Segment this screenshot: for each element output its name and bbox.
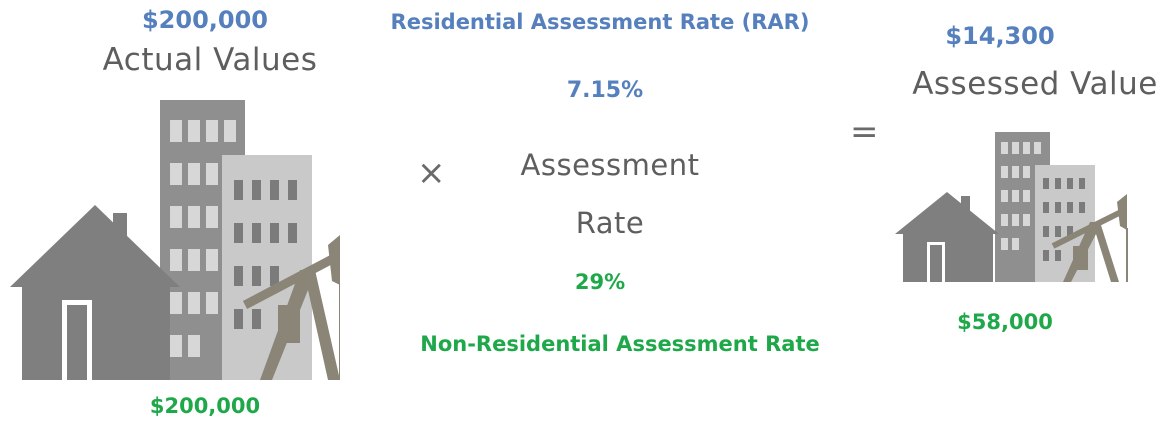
actual-residential-value: $200,000 bbox=[141, 6, 268, 34]
assessed-value-heading: Assessed Value bbox=[912, 66, 1158, 102]
residential-rate-label: Residential Assessment Rate (RAR) bbox=[390, 10, 810, 34]
nonresidential-rate-value: 29% bbox=[574, 270, 626, 294]
property-illustration-large bbox=[10, 100, 340, 380]
assessment-rate-heading-line2: Rate bbox=[575, 206, 645, 240]
house-icon bbox=[10, 205, 180, 380]
property-illustration-small bbox=[895, 132, 1128, 282]
actual-nonresidential-value: $200,000 bbox=[149, 394, 261, 418]
assessed-residential-value: $14,300 bbox=[945, 22, 1055, 50]
assessment-rate-heading-line1: Assessment bbox=[520, 148, 700, 182]
multiply-operator: × bbox=[417, 153, 446, 193]
nonresidential-rate-label: Non-Residential Assessment Rate bbox=[420, 332, 820, 356]
residential-rate-value: 7.15% bbox=[566, 78, 644, 103]
pumpjack-icon bbox=[242, 235, 340, 380]
assessed-nonresidential-value: $58,000 bbox=[957, 310, 1053, 334]
house-icon bbox=[895, 192, 999, 282]
pumpjack-icon bbox=[1051, 194, 1128, 282]
equals-operator: = bbox=[850, 112, 879, 152]
mid-building-icon bbox=[222, 155, 312, 380]
actual-values-heading: Actual Values bbox=[102, 42, 318, 78]
